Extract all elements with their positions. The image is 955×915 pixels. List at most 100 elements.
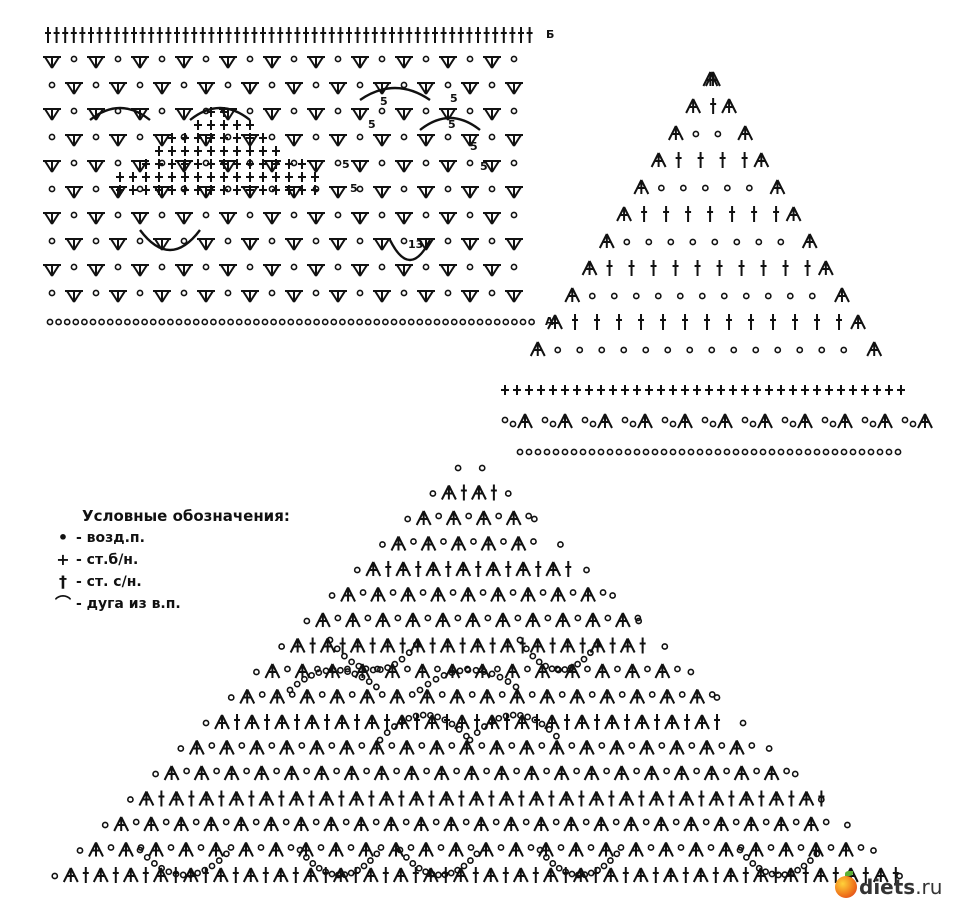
single-crochet xyxy=(861,385,869,395)
chain-stitch xyxy=(359,589,367,596)
chain-stitch xyxy=(318,691,326,698)
inverted-cluster xyxy=(752,867,769,883)
inverted-cluster xyxy=(445,510,462,526)
chain-stitch xyxy=(152,770,160,778)
chain-stitch xyxy=(179,871,187,879)
inverted-cluster xyxy=(689,689,706,704)
inverted-cluster xyxy=(721,98,737,114)
single-crochet xyxy=(129,172,137,182)
chain-stitch xyxy=(437,844,445,851)
inverted-cluster xyxy=(468,791,485,806)
chain-stitch xyxy=(166,318,174,326)
chain-stitch xyxy=(587,869,595,877)
double-crochet xyxy=(892,867,899,883)
inverted-cluster xyxy=(365,561,382,577)
chain-stitch xyxy=(539,589,547,596)
single-crochet xyxy=(181,159,189,169)
chain-stitch xyxy=(222,818,230,826)
chain-stitch xyxy=(876,448,884,456)
chain-stitch xyxy=(792,818,800,826)
chain-stitch xyxy=(356,318,363,326)
chain-stitch xyxy=(614,665,621,673)
chain-stitch xyxy=(777,238,785,246)
inverted-cluster xyxy=(244,714,260,730)
inverted-cluster xyxy=(212,867,229,883)
chain-stitch xyxy=(752,346,760,354)
shell-cluster xyxy=(461,186,479,199)
chain-stitch xyxy=(435,512,443,520)
chain-stitch xyxy=(733,238,741,246)
shell-cluster xyxy=(483,264,501,277)
chain-stitch xyxy=(840,448,848,456)
double-crochet xyxy=(406,27,413,43)
chain-stitch xyxy=(378,107,386,115)
shell-cluster xyxy=(505,134,523,147)
chain-stitch xyxy=(464,666,472,674)
single-crochet xyxy=(813,385,821,395)
chain-stitch xyxy=(796,346,804,354)
single-crochet xyxy=(142,185,150,195)
inverted-cluster xyxy=(233,816,250,832)
chain-stitch xyxy=(745,184,753,192)
single-crochet xyxy=(233,159,241,169)
chain-stitch xyxy=(300,675,308,683)
double-crochet xyxy=(685,206,692,222)
chain-stitch xyxy=(660,448,668,456)
shell-cluster xyxy=(483,160,501,173)
single-crochet xyxy=(259,133,267,143)
chain-stitch xyxy=(136,846,144,854)
shell-cluster xyxy=(175,56,193,69)
double-crochet xyxy=(608,790,615,807)
single-crochet xyxy=(561,385,569,395)
chain-stitch xyxy=(246,263,254,271)
inverted-cluster xyxy=(583,765,600,781)
chain-stitch xyxy=(293,680,301,688)
chain-stitch xyxy=(555,666,562,674)
inverted-cluster xyxy=(553,765,570,781)
double-crochet xyxy=(638,790,645,807)
inverted-cluster xyxy=(440,485,457,500)
inverted-cluster xyxy=(464,612,481,628)
inverted-cluster xyxy=(163,765,180,781)
chain-stitch xyxy=(424,318,432,326)
chain-stitch xyxy=(718,742,726,749)
chain-stitch xyxy=(524,713,531,721)
shell-cluster xyxy=(373,134,391,147)
chain-stitch xyxy=(136,81,144,89)
inverted-cluster xyxy=(564,287,581,303)
single-crochet xyxy=(753,385,761,395)
chain-stitch xyxy=(664,346,672,354)
shell-cluster xyxy=(439,264,457,277)
single-crochet xyxy=(220,120,228,130)
chain-stitch xyxy=(408,691,416,698)
shell-cluster xyxy=(197,238,215,251)
chain-stitch xyxy=(224,81,232,89)
chain-stitch xyxy=(742,292,750,300)
single-crochet xyxy=(717,385,725,395)
chain-stitch xyxy=(98,318,105,326)
inverted-cluster xyxy=(558,791,575,806)
double-crochet xyxy=(460,484,467,501)
inverted-cluster xyxy=(379,638,396,653)
shell-cluster xyxy=(417,186,435,199)
double-crochet xyxy=(415,561,422,577)
chain-stitch xyxy=(896,872,903,880)
chain-stitch xyxy=(372,683,380,691)
shell-cluster xyxy=(197,82,215,95)
inverted-cluster xyxy=(505,510,522,526)
chain-stitch xyxy=(186,871,194,879)
chain-stitch xyxy=(268,742,276,749)
chain-stitch xyxy=(509,420,517,428)
chain-stitch xyxy=(777,448,785,456)
inverted-cluster xyxy=(264,663,281,679)
chain-stitch xyxy=(831,448,839,456)
inverted-cluster xyxy=(563,816,580,832)
single-crochet xyxy=(825,385,833,395)
inverted-cluster xyxy=(753,152,770,168)
inverted-cluster xyxy=(658,842,674,857)
inverted-cluster xyxy=(400,587,416,602)
chain-stitch xyxy=(500,538,507,545)
chain-stitch xyxy=(400,237,408,245)
chain-stitch xyxy=(258,691,266,698)
inverted-cluster xyxy=(475,510,492,526)
